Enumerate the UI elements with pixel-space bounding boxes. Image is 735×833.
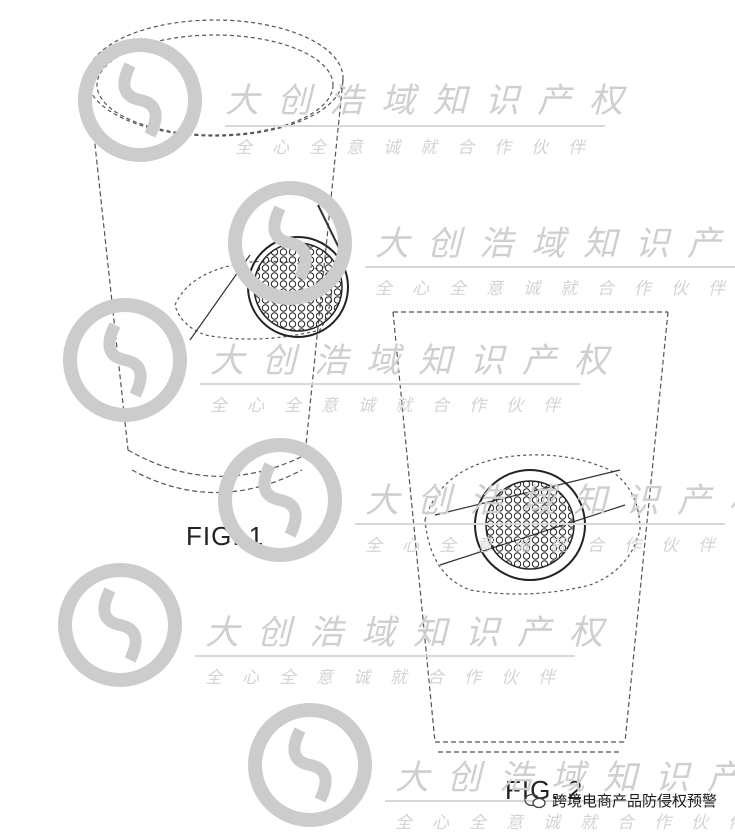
fig1-label: FIG. 1 — [186, 521, 265, 551]
fig2-golf-ball — [474, 469, 586, 581]
fig1-golf-ball — [247, 236, 349, 338]
source-credit-text: 跨境电商产品防侵权预警 — [551, 792, 717, 810]
source-credit: 跨境电商产品防侵权预警 — [524, 790, 717, 811]
wechat-icon — [524, 793, 546, 808]
